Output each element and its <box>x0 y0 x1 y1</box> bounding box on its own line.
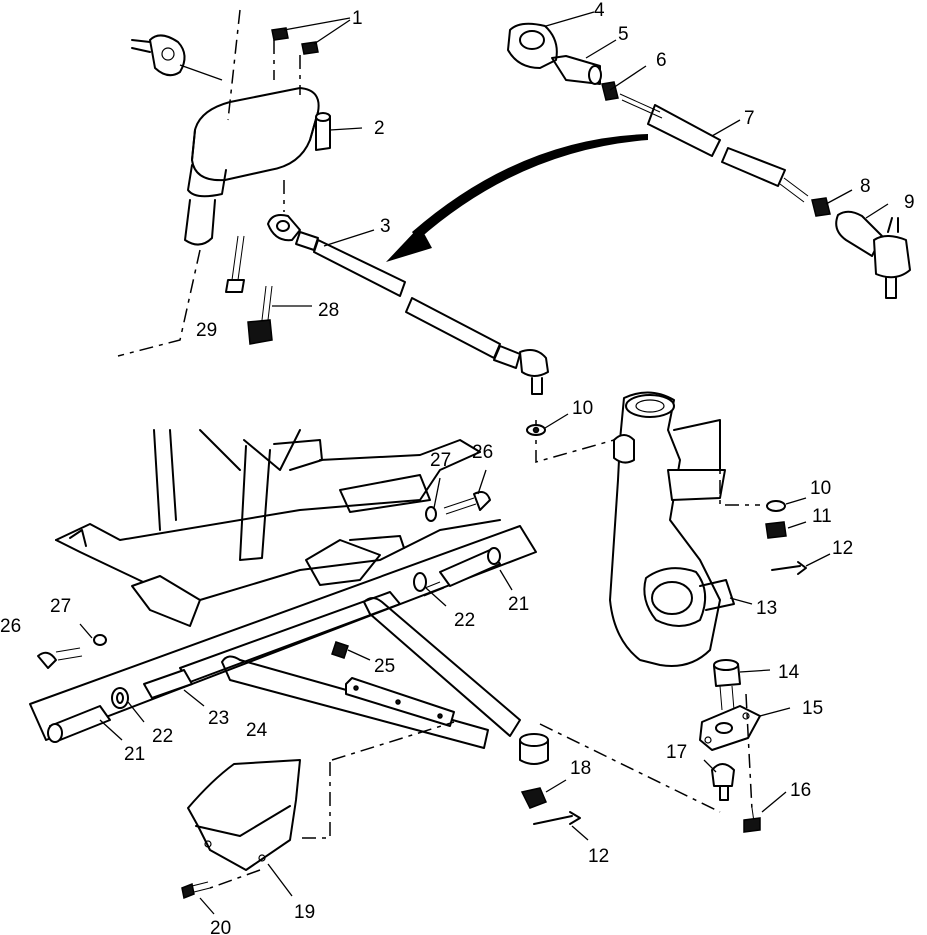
inner-tie-rod <box>267 180 549 395</box>
callout-24: 24 <box>246 720 268 741</box>
callout-14: 14 <box>778 662 800 683</box>
callout-25: 25 <box>374 656 395 677</box>
callout-29: 29 <box>196 320 217 341</box>
callout-4: 4 <box>594 0 605 21</box>
callout-26-upper: 26 <box>472 442 493 463</box>
callout-6: 6 <box>656 50 667 71</box>
chassis-frame <box>55 429 501 627</box>
callout-16: 16 <box>790 780 811 801</box>
callout-15: 15 <box>802 698 823 719</box>
callout-12-right: 12 <box>832 538 853 559</box>
assembly-arrow <box>386 134 648 262</box>
lower-a-arm <box>29 525 549 765</box>
top-leaders <box>271 11 889 247</box>
skid-plate <box>181 721 455 915</box>
callout-20: 20 <box>210 918 231 935</box>
callout-18: 18 <box>570 758 591 779</box>
callout-21-left: 21 <box>124 744 145 765</box>
callout-26-lower: 26 <box>0 616 21 637</box>
knuckle-hardware <box>526 413 831 575</box>
tie-rod-assembly <box>507 22 911 299</box>
callout-12-lower: 12 <box>588 846 609 867</box>
lower-mount-bolts <box>37 623 107 669</box>
ball-joint-assembly <box>539 659 791 833</box>
callout-1: 1 <box>352 8 363 29</box>
steering-knuckle <box>535 391 760 667</box>
callout-7: 7 <box>744 108 755 129</box>
callout-22-right: 22 <box>454 610 475 631</box>
steering-post-assembly <box>117 9 363 357</box>
callout-9: 9 <box>904 192 915 213</box>
callout-2: 2 <box>374 118 385 139</box>
pivot-bushings <box>47 547 513 743</box>
callout-17: 17 <box>666 742 687 763</box>
callout-10-right: 10 <box>810 478 831 499</box>
callout-21-right: 21 <box>508 594 529 615</box>
callout-5: 5 <box>618 24 629 45</box>
callout-19: 19 <box>294 902 315 923</box>
callout-27-lower: 27 <box>50 596 71 617</box>
callout-11: 11 <box>812 506 832 527</box>
callout-10-left: 10 <box>572 398 593 419</box>
bolts-28-29 <box>225 235 312 345</box>
callout-23: 23 <box>208 708 229 729</box>
callout-28: 28 <box>318 300 339 321</box>
callout-22-left: 22 <box>152 726 173 747</box>
callout-3: 3 <box>380 216 391 237</box>
callout-27-upper: 27 <box>430 450 451 471</box>
upper-mount-bolts <box>425 469 491 522</box>
callout-13: 13 <box>756 598 777 619</box>
a-arm-hardware <box>520 779 589 841</box>
callout-8: 8 <box>860 176 871 197</box>
